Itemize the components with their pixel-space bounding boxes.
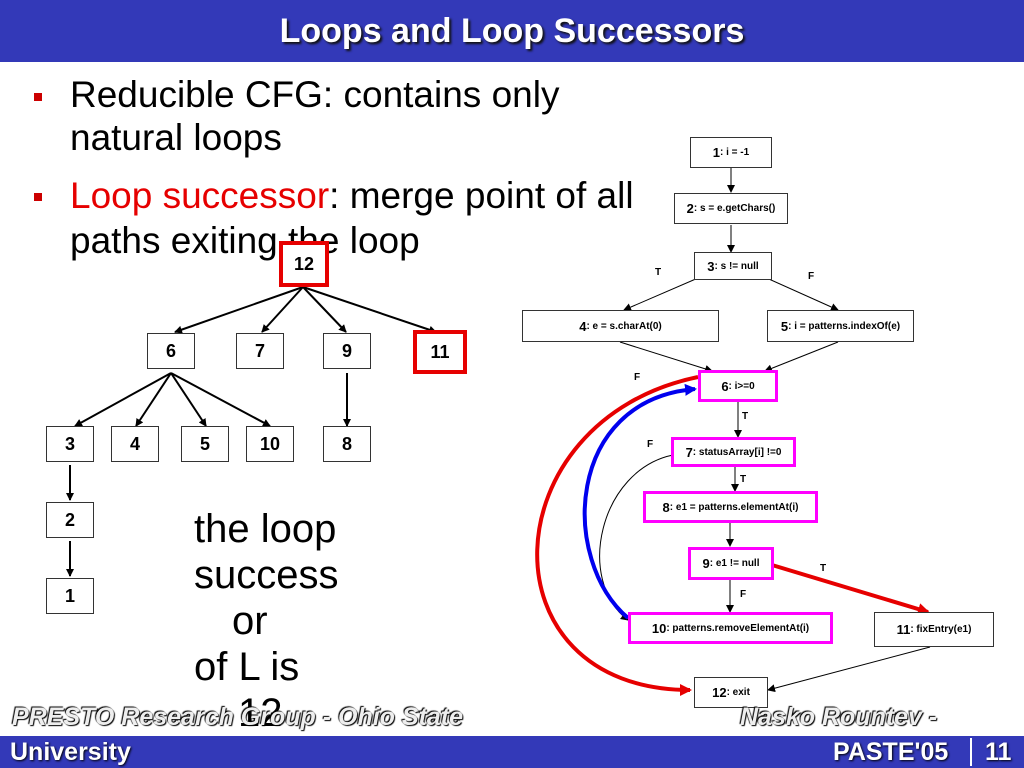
bullet-1-line-1: Reducible CFG: contains only	[70, 74, 560, 115]
tree-node-5: 5	[181, 426, 229, 462]
bullet-2-line-2: paths exiting the loop	[70, 220, 420, 261]
bullet-2-rest: : merge point of all	[329, 175, 634, 216]
caption-line-1: the loop	[194, 507, 337, 551]
tree-node-8: 8	[323, 426, 371, 462]
tree-node-10: 10	[246, 426, 294, 462]
footer-separator	[970, 738, 972, 766]
tree-node-12: 12	[279, 241, 329, 287]
tree-edges	[66, 286, 437, 577]
footer-conference: PASTE'05	[833, 738, 949, 766]
footer-group-name: PRESTO Research Group - Ohio State	[12, 703, 464, 731]
cfg-node-7: 7: statusArray[i] !=0	[671, 437, 796, 467]
tree-node-4: 4	[111, 426, 159, 462]
cfg-node-8: 8: e1 = patterns.elementAt(i)	[643, 491, 818, 523]
tree-node-2: 2	[46, 502, 94, 538]
bullet-2-line-1: Loop successor: merge point of all	[70, 175, 634, 217]
cfg-node-6: 6: i>=0	[698, 370, 778, 402]
edge-label-t-6-7: T	[742, 411, 749, 422]
cfg-node-1: 1: i = -1	[690, 137, 772, 168]
bullet-1-line-2: natural loops	[70, 117, 282, 158]
edge-label-f-6-12: F	[634, 372, 641, 383]
caption-line-2: success	[194, 553, 339, 597]
cfg-node-11: 11: fixEntry(e1)	[874, 612, 994, 647]
tree-node-9: 9	[323, 333, 371, 369]
edge-label-f-3-5: F	[808, 271, 815, 282]
cfg-node-12: 12: exit	[694, 677, 768, 708]
slide-number: 11	[985, 738, 1012, 766]
cfg-node-2: 2: s = e.getChars()	[674, 193, 788, 224]
edge-label-f-9-10: F	[740, 589, 747, 600]
cfg-node-10: 10: patterns.removeElementAt(i)	[628, 612, 833, 644]
cfg-node-4: 4: e = s.charAt(0)	[522, 310, 719, 342]
bullet-marker-1	[34, 93, 42, 101]
footer-bar	[0, 736, 1024, 768]
tree-node-3: 3	[46, 426, 94, 462]
footer-university: University	[10, 738, 131, 766]
caption-line-3: or	[232, 599, 268, 643]
footer-author: Nasko Rountev -	[740, 703, 938, 731]
edge-label-t-3-4: T	[655, 267, 662, 278]
loop-successor-caption: the loop success or of L is 12	[194, 506, 339, 736]
title-bar	[0, 0, 1024, 62]
tree-node-7: 7	[236, 333, 284, 369]
cfg-node-3: 3: s != null	[694, 252, 772, 280]
slide-title: Loops and Loop Successors	[279, 12, 745, 50]
cfg-node-5: 5: i = patterns.indexOf(e)	[767, 310, 914, 342]
caption-line-5: 12	[238, 691, 283, 735]
edge-label-f-7-10: F	[647, 439, 654, 450]
caption-line-4: of L is	[194, 645, 300, 689]
tree-node-6: 6	[147, 333, 195, 369]
tree-node-1: 1	[46, 578, 94, 614]
bullet-marker-2	[34, 193, 42, 201]
edge-label-t-7-8: T	[740, 474, 747, 485]
loop-successor-term: Loop successor	[70, 175, 330, 216]
edge-label-t-9-11: T	[820, 563, 827, 574]
cfg-node-9: 9: e1 != null	[688, 547, 774, 580]
tree-node-11: 11	[413, 330, 467, 374]
